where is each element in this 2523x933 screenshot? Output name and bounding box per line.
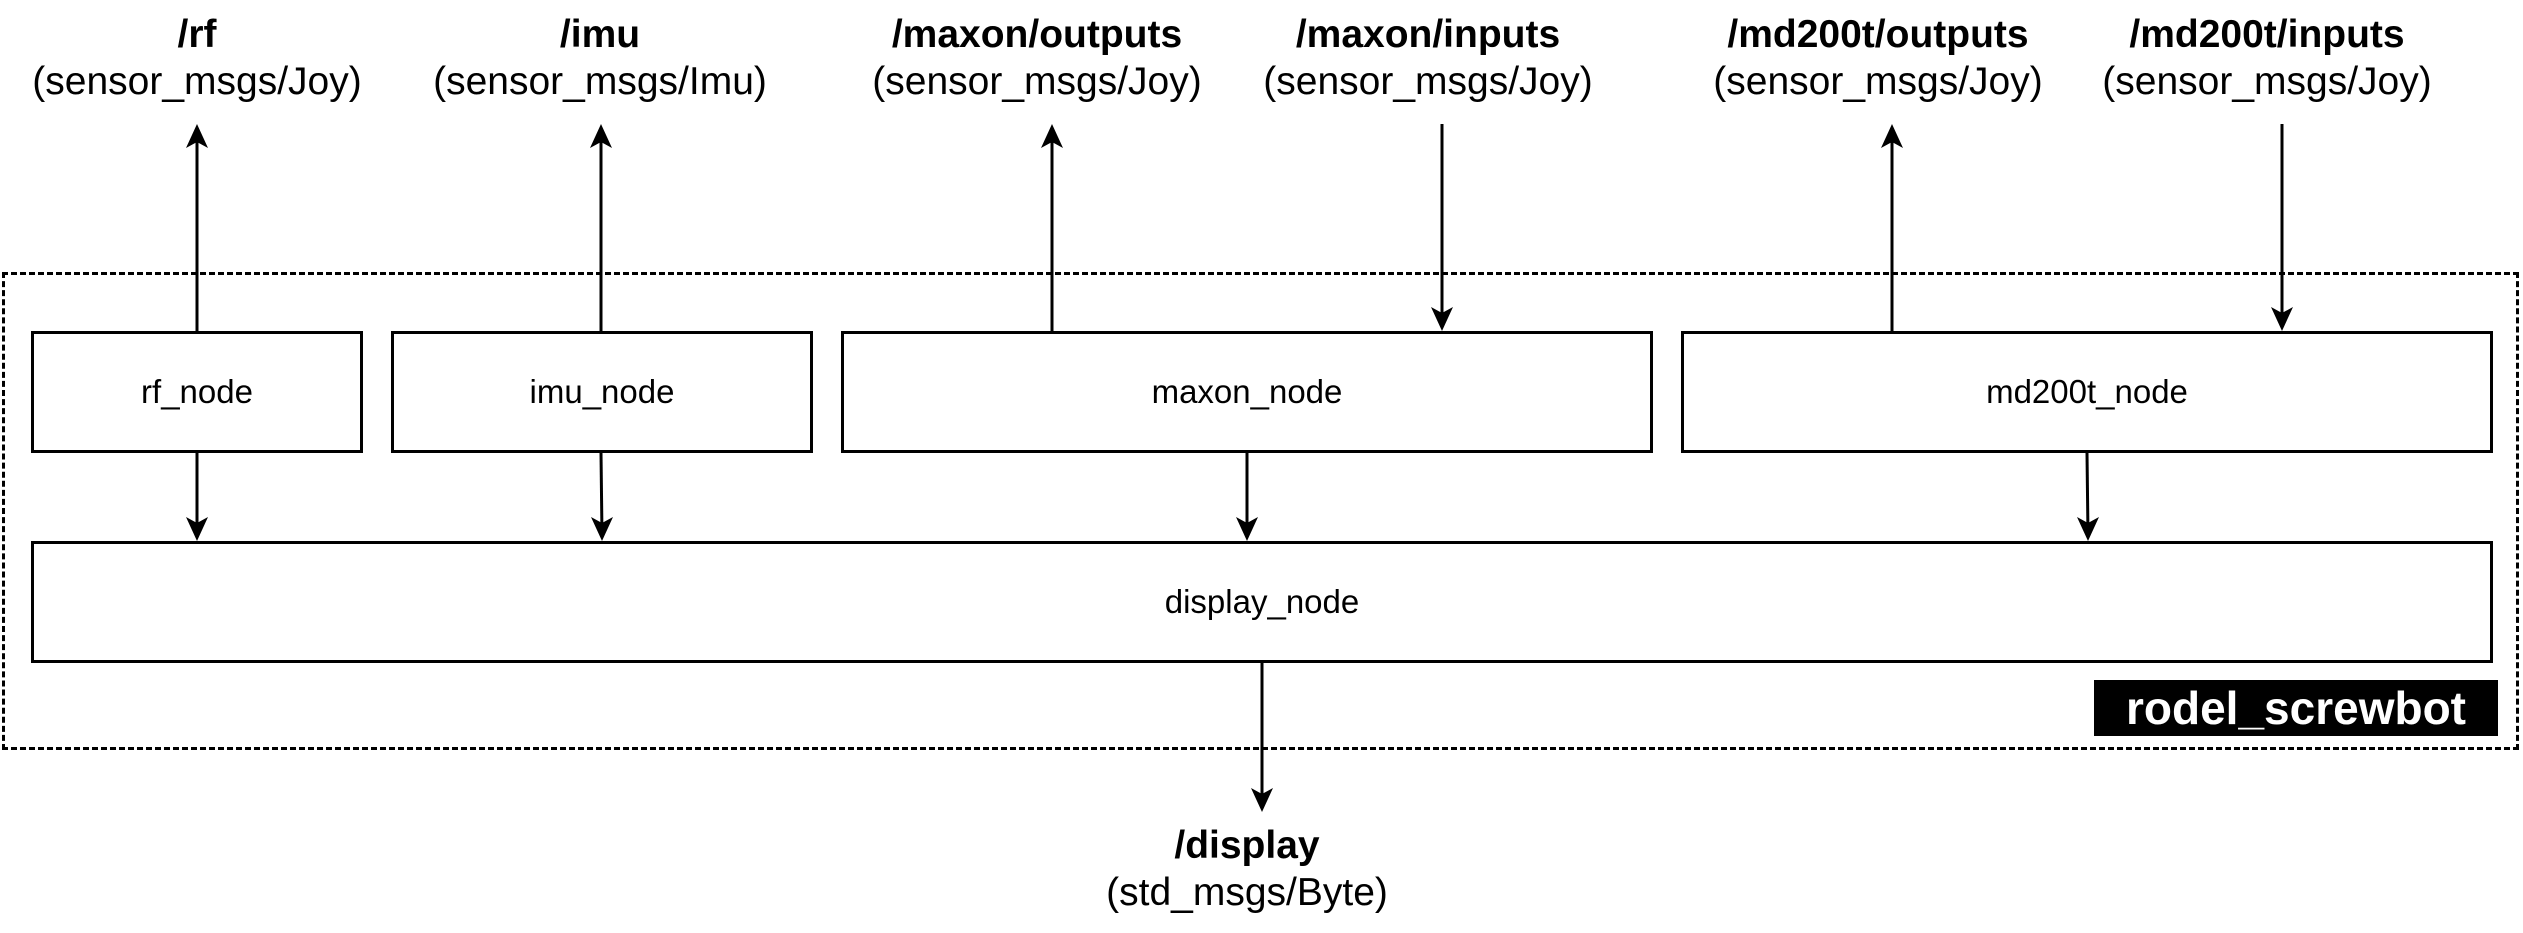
maxon-node-label: maxon_node [1151, 373, 1343, 410]
display-node-label: display_node [1164, 583, 1360, 620]
md200t-node-box: md200t_node [1681, 331, 2493, 453]
topic-imu-type: (sensor_msgs/Imu) [433, 59, 767, 103]
display-node-box: display_node [31, 541, 2493, 663]
imu-node-box: imu_node [391, 331, 813, 453]
rf-node-label: rf_node [141, 373, 253, 410]
arrow-imu-node-to-display-node [599, 452, 604, 536]
arrowhead-maxon-outputs [1041, 124, 1063, 148]
topic-imu: /imu (sensor_msgs/Imu) [390, 12, 810, 106]
topic-display: /display (std_msgs/Byte) [1037, 823, 1457, 917]
topic-rf-name: /rf [177, 13, 217, 56]
topic-maxon-outputs-type: (sensor_msgs/Joy) [872, 59, 1202, 103]
topic-display-name: /display [1174, 824, 1320, 867]
topic-md200t-inputs: /md200t/inputs (sensor_msgs/Joy) [2057, 12, 2477, 106]
topic-md200t-outputs-type: (sensor_msgs/Joy) [1713, 59, 2043, 103]
topic-display-type: (std_msgs/Byte) [1106, 870, 1388, 914]
topic-rf-type: (sensor_msgs/Joy) [32, 59, 362, 103]
arrowhead-display-topic [1251, 788, 1273, 812]
rodel-screwbot-label: rodel_screwbot [2094, 680, 2498, 736]
topic-rf: /rf (sensor_msgs/Joy) [0, 12, 407, 106]
arrowhead-display-from-rf [186, 517, 208, 541]
topic-md200t-inputs-name: /md200t/inputs [2129, 13, 2405, 56]
topic-maxon-outputs-name: /maxon/outputs [891, 13, 1183, 56]
topic-maxon-outputs: /maxon/outputs (sensor_msgs/Joy) [827, 12, 1247, 106]
maxon-node-box: maxon_node [841, 331, 1653, 453]
arrow-md200t-node-to-display-node [2085, 452, 2090, 536]
arrowhead-maxon-node-input [1431, 307, 1453, 331]
arrowhead-display-from-md200t [2077, 517, 2099, 541]
arrowhead-imu-topic [590, 124, 612, 148]
md200t-node-label: md200t_node [1986, 373, 2188, 410]
topic-md200t-inputs-type: (sensor_msgs/Joy) [2102, 59, 2432, 103]
topic-md200t-outputs: /md200t/outputs (sensor_msgs/Joy) [1668, 12, 2088, 106]
arrowhead-rf-topic [186, 124, 208, 148]
topic-imu-name: /imu [559, 13, 641, 56]
topic-maxon-inputs-name: /maxon/inputs [1295, 13, 1561, 56]
arrowhead-display-from-maxon [1236, 517, 1258, 541]
topic-maxon-inputs: /maxon/inputs (sensor_msgs/Joy) [1218, 12, 1638, 106]
topic-maxon-inputs-type: (sensor_msgs/Joy) [1263, 59, 1593, 103]
imu-node-label: imu_node [529, 373, 675, 410]
topic-md200t-outputs-name: /md200t/outputs [1727, 13, 2029, 56]
arrowhead-md200t-outputs [1881, 124, 1903, 148]
arrowhead-md200t-node-input [2271, 307, 2293, 331]
rf-node-box: rf_node [31, 331, 363, 453]
arrowhead-display-from-imu [591, 517, 613, 541]
